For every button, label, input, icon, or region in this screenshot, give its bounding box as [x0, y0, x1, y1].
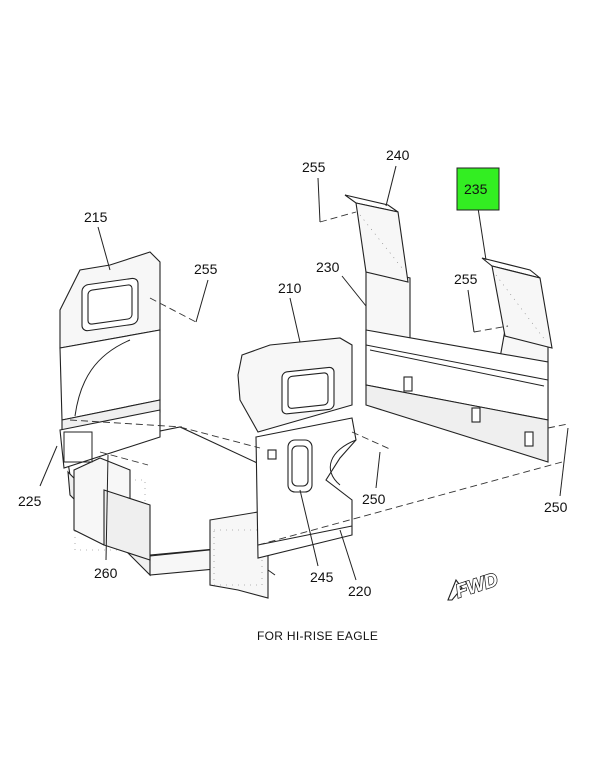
- upper-rear-trim-left: [344, 194, 409, 283]
- callout-labels: 215 255 210 255 240 230 255 225 260 250 …: [18, 147, 568, 599]
- callout-255-top[interactable]: 255: [302, 159, 326, 175]
- diagram-caption: FOR HI-RISE EAGLE: [257, 629, 378, 643]
- forward-direction-indicator: FWD: [447, 569, 502, 603]
- callout-245[interactable]: 245: [310, 569, 334, 585]
- leader-lines: [39, 165, 569, 581]
- left-side-wall: [59, 251, 161, 469]
- callout-255-right[interactable]: 255: [454, 271, 478, 287]
- callout-260[interactable]: 260: [94, 565, 118, 581]
- callout-235-highlight[interactable]: 235: [456, 167, 500, 211]
- callout-220[interactable]: 220: [348, 583, 372, 599]
- rear-wall-panel: [365, 267, 549, 463]
- callout-225[interactable]: 225: [18, 493, 42, 509]
- callout-250-right[interactable]: 250: [544, 499, 568, 515]
- callout-210[interactable]: 210: [278, 280, 302, 296]
- callout-235[interactable]: 235: [464, 181, 488, 197]
- callout-255-left[interactable]: 255: [194, 261, 218, 277]
- callout-230[interactable]: 230: [316, 259, 340, 275]
- upper-rear-trim-right: [481, 257, 553, 349]
- forward-label: FWD: [453, 569, 501, 602]
- callout-240[interactable]: 240: [386, 147, 410, 163]
- callout-215[interactable]: 215: [84, 209, 108, 225]
- phantom-lines: [69, 211, 569, 546]
- callout-250-center[interactable]: 250: [362, 491, 386, 507]
- support-boxes: [73, 457, 276, 599]
- center-side-wall: [237, 337, 357, 559]
- forward-arrow-icon: [447, 578, 463, 601]
